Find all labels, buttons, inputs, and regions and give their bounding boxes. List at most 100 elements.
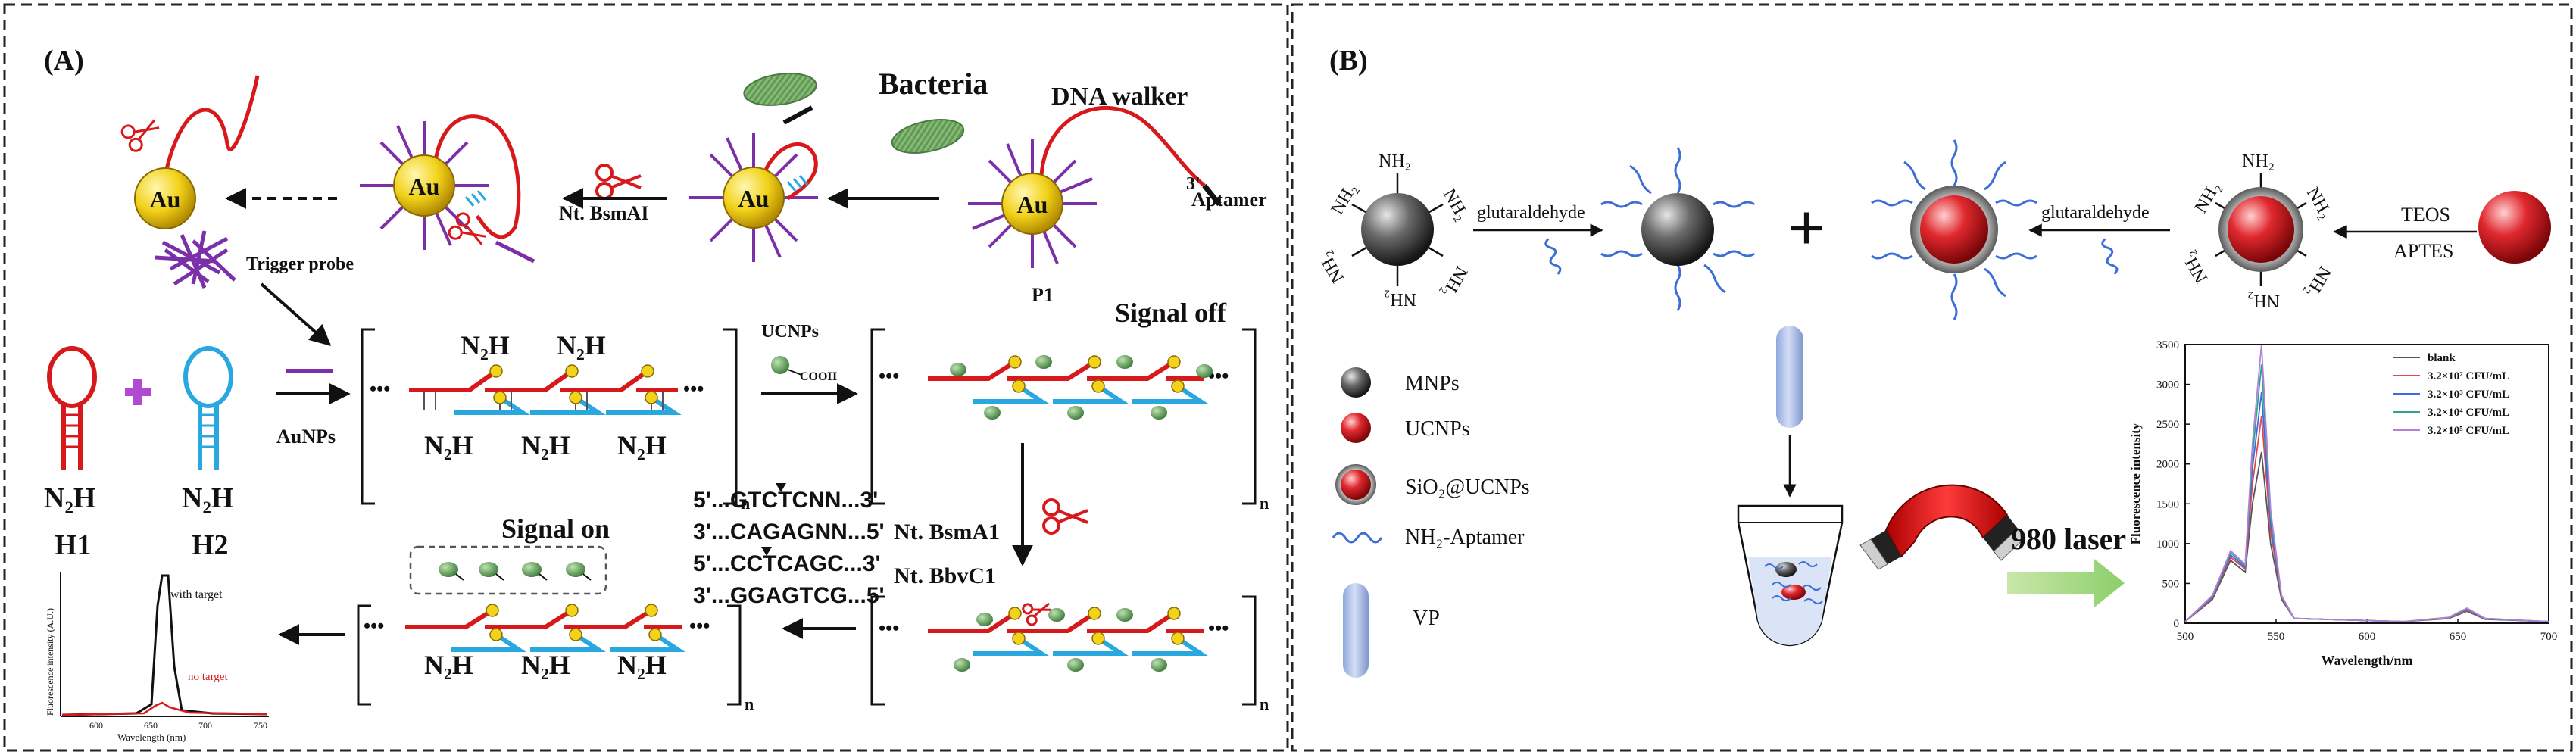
legend-entry: 3.2×10³ CFU/mL — [2428, 388, 2509, 401]
legend-label: UCNPs — [1405, 417, 1470, 441]
svg-text:N₂H: N₂H — [617, 430, 667, 460]
panel-b: (B) NH₂ NH₂ NH₂ NH₂ NH₂ NH₂ glutaraldehy… — [1315, 45, 2557, 678]
ucnp-icon — [771, 356, 789, 374]
with-target-label: with target — [170, 588, 223, 601]
aunp-dna-walker: Au — [968, 105, 1222, 268]
hcr-product-4: ••• ••• N₂H N₂H N₂H n — [357, 604, 754, 713]
teos-label: TEOS — [2401, 204, 2450, 226]
released-ucnps-box — [409, 545, 607, 595]
three-prime-label: 3' — [1186, 174, 1201, 194]
released-ucnps — [439, 562, 585, 577]
aunp-bound: Au — [689, 133, 818, 262]
glutaraldehyde-label: glutaraldehyde — [2041, 203, 2150, 223]
chart-xlabel: Wavelength/nm — [2321, 653, 2412, 668]
legend-label: SiO₂@UCNPs — [1405, 476, 1530, 499]
au-label: Au — [409, 173, 440, 200]
legend-mnp-icon — [1341, 367, 1371, 398]
green-arrow-icon — [2007, 559, 2125, 607]
svg-text:N₂H: N₂H — [521, 430, 570, 460]
x-tick-label: 550 — [2268, 631, 2285, 643]
scissors-icon — [448, 212, 487, 245]
svg-text:•••: ••• — [364, 615, 384, 637]
nt-bsmai-label: Nt. BsmAI — [559, 202, 648, 224]
hcr-product-3: ••• ••• n — [870, 595, 1269, 713]
signal-off-label: Signal off — [1115, 298, 1227, 328]
svg-text:•••: ••• — [1208, 617, 1229, 639]
p1-label: P1 — [1032, 284, 1054, 306]
y-tick-label: 3500 — [2156, 339, 2179, 351]
inset-ylabel: Fluorescence intensity (A.U.) — [45, 608, 55, 716]
hairpin-h1 — [47, 346, 97, 470]
svg-text:NH₂: NH₂ — [1379, 151, 1411, 171]
svg-text:N₂H: N₂H — [617, 650, 667, 680]
hcr-product-2: ••• ••• n — [870, 328, 1269, 513]
inset-tick: 750 — [254, 720, 267, 731]
panel-a: (A) Bacteria DNA walker Au 3' Aptamer P1 — [44, 45, 1269, 743]
legend-entry: 3.2×10⁵ CFU/mL — [2428, 425, 2509, 437]
svg-text:NH₂: NH₂ — [1328, 180, 1361, 218]
svg-text:NH₂: NH₂ — [1384, 289, 1416, 309]
aunp-cleaved: Au — [360, 114, 521, 250]
svg-text:NH₂: NH₂ — [1315, 248, 1348, 286]
aptes-label: APTES — [2393, 240, 2453, 262]
released-trigger — [495, 240, 535, 264]
aptamer-wave — [1544, 238, 1562, 275]
svg-text:n: n — [1260, 494, 1269, 513]
glutaraldehyde-label: glutaraldehyde — [1477, 203, 1585, 223]
mnp-nh2: NH₂ NH₂ NH₂ NH₂ NH₂ NH₂ — [1315, 151, 1472, 309]
svg-text:N₂H: N₂H — [557, 330, 606, 360]
svg-text:NH₂: NH₂ — [2247, 291, 2280, 310]
inset-spectrum: with target no target Wavelength (nm) Fl… — [45, 572, 269, 743]
chart-ylabel: Fluorescence intensity — [2128, 423, 2143, 544]
aptamer-bound-line — [782, 105, 813, 125]
arrow — [260, 282, 332, 346]
svg-text:NH₂: NH₂ — [1439, 186, 1472, 223]
panel-a-frame — [3, 3, 1289, 752]
hairpin-h2 — [183, 346, 233, 470]
au-label: Au — [738, 185, 770, 212]
plus-icon — [125, 379, 151, 405]
y-tick-label: 2500 — [2156, 419, 2179, 431]
plus-sign: + — [1788, 192, 1825, 265]
aunp-recycled: Au — [134, 75, 260, 229]
scissors-icon — [1022, 602, 1052, 626]
dna-walker-label: DNA walker — [1051, 83, 1188, 111]
ucnps-label: UCNPs — [761, 322, 819, 342]
cut-marker — [761, 547, 772, 556]
inset-xlabel: Wavelength (nm) — [117, 732, 186, 743]
inset-tick: 650 — [144, 720, 158, 731]
laser-label: 980 laser — [2011, 522, 2126, 556]
sequence-1: 5'...GTCTCNN...3' — [693, 488, 878, 513]
y-tick-label: 1000 — [2156, 538, 2179, 551]
svg-text:N₂H: N₂H — [521, 650, 570, 680]
aunps-label: AuNPs — [276, 426, 336, 448]
legend-ucnp-icon — [1341, 413, 1371, 443]
n2h-label: N₂H — [182, 482, 233, 514]
svg-text:N₂H: N₂H — [461, 330, 510, 360]
svg-text:N₂H: N₂H — [424, 650, 473, 680]
hcr-product-1: ••• ••• N₂H N₂H N₂H N₂H N₂H n — [361, 328, 750, 513]
x-tick-label: 700 — [2540, 631, 2558, 643]
cooh-label: COOH — [800, 370, 837, 383]
legend-entry: 3.2×10⁴ CFU/mL — [2428, 407, 2509, 419]
nt-bsma1-label: Nt. BsmA1 — [894, 519, 1000, 544]
no-target-curve — [61, 701, 267, 716]
mnp-aptamer — [1600, 147, 1755, 311]
sequence-2: 3'...CAGAGNN...5' — [693, 519, 885, 544]
scissors-icon — [120, 119, 160, 152]
legend-aptamer-icon — [1332, 532, 1383, 544]
y-tick-label: 3000 — [2156, 379, 2179, 392]
centrifuge-tube — [1737, 504, 1844, 647]
sequence-3: 5'...CCTCAGC...3' — [693, 551, 881, 576]
au-label: Au — [1017, 191, 1048, 218]
with-target-curve — [61, 574, 267, 716]
nt-bbvc1-label: Nt. BbvC1 — [894, 563, 996, 588]
svg-text:•••: ••• — [879, 617, 899, 639]
aptamer-label: Aptamer — [1191, 189, 1267, 211]
signal-on-label: Signal on — [501, 513, 610, 544]
scissors-icon — [1042, 498, 1088, 535]
sio2-ucnp-aptamer — [1871, 139, 2037, 320]
sio2-ucnp-nh2: NH₂ NH₂ NH₂ NH₂ NH₂ NH₂ — [2178, 151, 2336, 310]
